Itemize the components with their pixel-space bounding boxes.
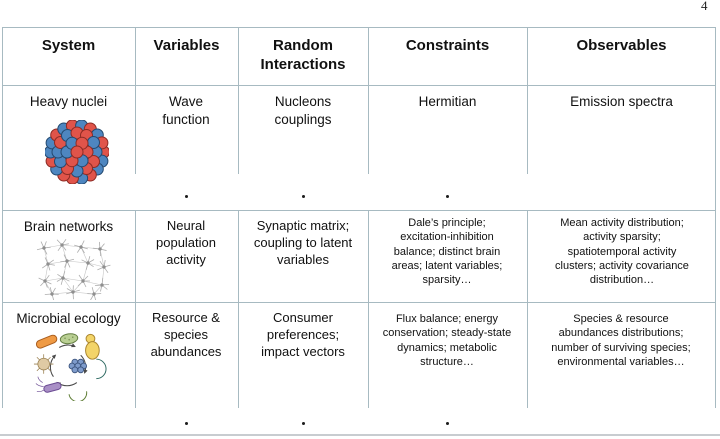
header-observables: Observables — [576, 37, 667, 54]
cell-r1-constraints: Hermitian — [418, 94, 477, 109]
cell-r1-random-interactions: Nucleons couplings — [274, 94, 332, 127]
green-oval-microbe — [59, 333, 79, 345]
cell-r3-random-interactions: Consumer preferences; impact vectors — [261, 310, 345, 359]
cell-r3-variables: Resource & species abundances — [150, 310, 222, 359]
col-divider — [368, 210, 370, 408]
purple-rod-microbe — [35, 376, 62, 393]
green-crescent-microbe — [68, 391, 88, 401]
cell-r3-system: Microbial ecology — [16, 311, 121, 326]
table-right-border — [715, 27, 717, 408]
orange-rod-microbe — [35, 334, 58, 349]
cell-r3-observables: Species & resource abundances distributi… — [551, 313, 691, 368]
table-top-border — [2, 27, 716, 29]
col-divider — [527, 210, 529, 408]
yeast-microbe — [85, 333, 100, 360]
row1-bottom-border — [2, 210, 716, 212]
row2-bottom-border — [2, 302, 716, 304]
cocci-cluster-microbe — [68, 358, 88, 374]
cell-r1-variables: Wave function — [162, 94, 210, 127]
continuation-dot — [445, 422, 449, 425]
col-divider — [135, 27, 137, 174]
radiate-microbe — [33, 354, 54, 374]
col-divider — [238, 210, 240, 408]
nucleus-icon — [45, 120, 109, 184]
cell-r1-observables: Emission spectra — [570, 94, 673, 109]
continuation-dot — [301, 195, 305, 198]
header-bottom-border — [2, 85, 716, 87]
col-divider — [527, 27, 529, 174]
table-left-border — [2, 27, 4, 408]
header-random-interactions: Random Interactions — [260, 37, 346, 73]
header-system: System — [41, 37, 96, 54]
col-divider — [135, 210, 137, 408]
cell-r2-random-interactions: Synaptic matrix; coupling to latent vari… — [253, 218, 353, 267]
continuation-dot — [184, 422, 188, 425]
header-constraints: Constraints — [405, 37, 490, 54]
teal-crescent-microbe — [96, 358, 107, 380]
cell-r3-constraints: Flux balance; energy conservation; stead… — [382, 313, 512, 368]
cell-r2-observables: Mean activity distribution; activity spa… — [555, 217, 689, 287]
cell-r2-variables: Neural population activity — [156, 218, 216, 267]
continuation-dot — [301, 422, 305, 425]
microbial-cycle-icon — [33, 333, 107, 401]
cell-r2-system: Brain networks — [23, 219, 114, 234]
continuation-dot — [184, 195, 188, 198]
figure-bottom-rule — [0, 434, 720, 436]
cell-r2-constraints: Dale’s principle; excitation-inhibition … — [391, 217, 503, 287]
col-divider — [238, 27, 240, 174]
col-divider — [368, 27, 370, 174]
cell-r1-system: Heavy nuclei — [29, 94, 108, 109]
page-number: 4 — [701, 0, 708, 13]
continuation-dot — [445, 195, 449, 198]
neural-network-icon — [36, 239, 112, 300]
header-variables: Variables — [153, 37, 220, 54]
